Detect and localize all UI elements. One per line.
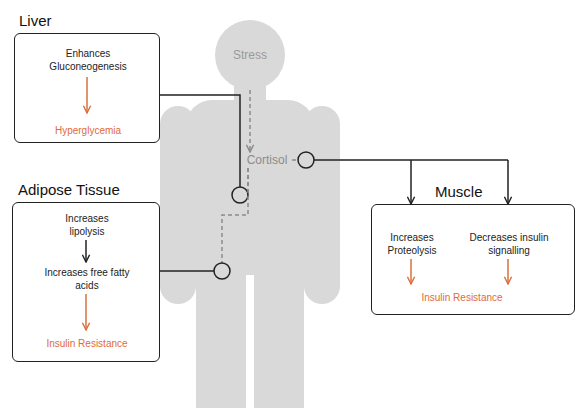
process-text: Increases Proteolysis (376, 231, 448, 257)
process-text: Enhances Gluconeogenesis (45, 47, 131, 73)
process-text: Increases lipolysis (56, 212, 118, 238)
body-silhouette (160, 78, 340, 408)
organ-box: LiverEnhances GluconeogenesisHyperglycem… (14, 33, 160, 143)
organ-heading: Muscle (435, 182, 483, 202)
leg-shape (196, 240, 246, 408)
dashed-signal-line (247, 168, 249, 195)
flow-arrow (85, 294, 87, 330)
receptor-circle (214, 263, 230, 279)
process-text: Increases free fatty acids (41, 266, 133, 292)
signal-line (314, 159, 508, 161)
signal-connector (292, 152, 508, 204)
flow-arrow (85, 240, 87, 262)
flow-arrow (507, 259, 509, 284)
signal-connector (160, 168, 248, 279)
stress-head: Stress (215, 20, 285, 90)
organ-box: Adipose TissueIncreases lipolysisIncreas… (12, 202, 160, 362)
signal-line (507, 160, 509, 204)
arm-shape (160, 106, 196, 304)
torso-shape (186, 100, 314, 275)
organ-box: MuscleIncreases ProteolysisDecreases ins… (371, 204, 575, 315)
signal-connector (160, 95, 248, 203)
receptor-circle (298, 152, 314, 168)
dashed-signal-line (249, 90, 251, 152)
organ-heading: Adipose Tissue (18, 180, 120, 200)
organ-heading: Liver (19, 11, 52, 31)
signal-line (160, 95, 240, 187)
signal-line (410, 160, 412, 204)
leg-shape (254, 240, 304, 408)
hormone-text: Cortisol (242, 152, 292, 168)
hormone-label: Cortisol (242, 152, 292, 168)
dashed-signal-line (222, 168, 248, 263)
outcome-text: Insulin Resistance (397, 291, 527, 304)
signal-connector (250, 90, 251, 152)
arm-shape (304, 106, 340, 304)
flow-arrow (410, 259, 412, 284)
receptor-circle (232, 187, 248, 203)
signal-line (160, 270, 214, 272)
flow-arrow (86, 77, 88, 113)
process-text: Decreases insulin signalling (463, 231, 555, 257)
outcome-text: Insulin Resistance (22, 337, 152, 350)
dashed-signal-line (292, 159, 298, 161)
stress-label: Stress (217, 47, 283, 63)
outcome-text: Hyperglycemia (23, 124, 153, 137)
